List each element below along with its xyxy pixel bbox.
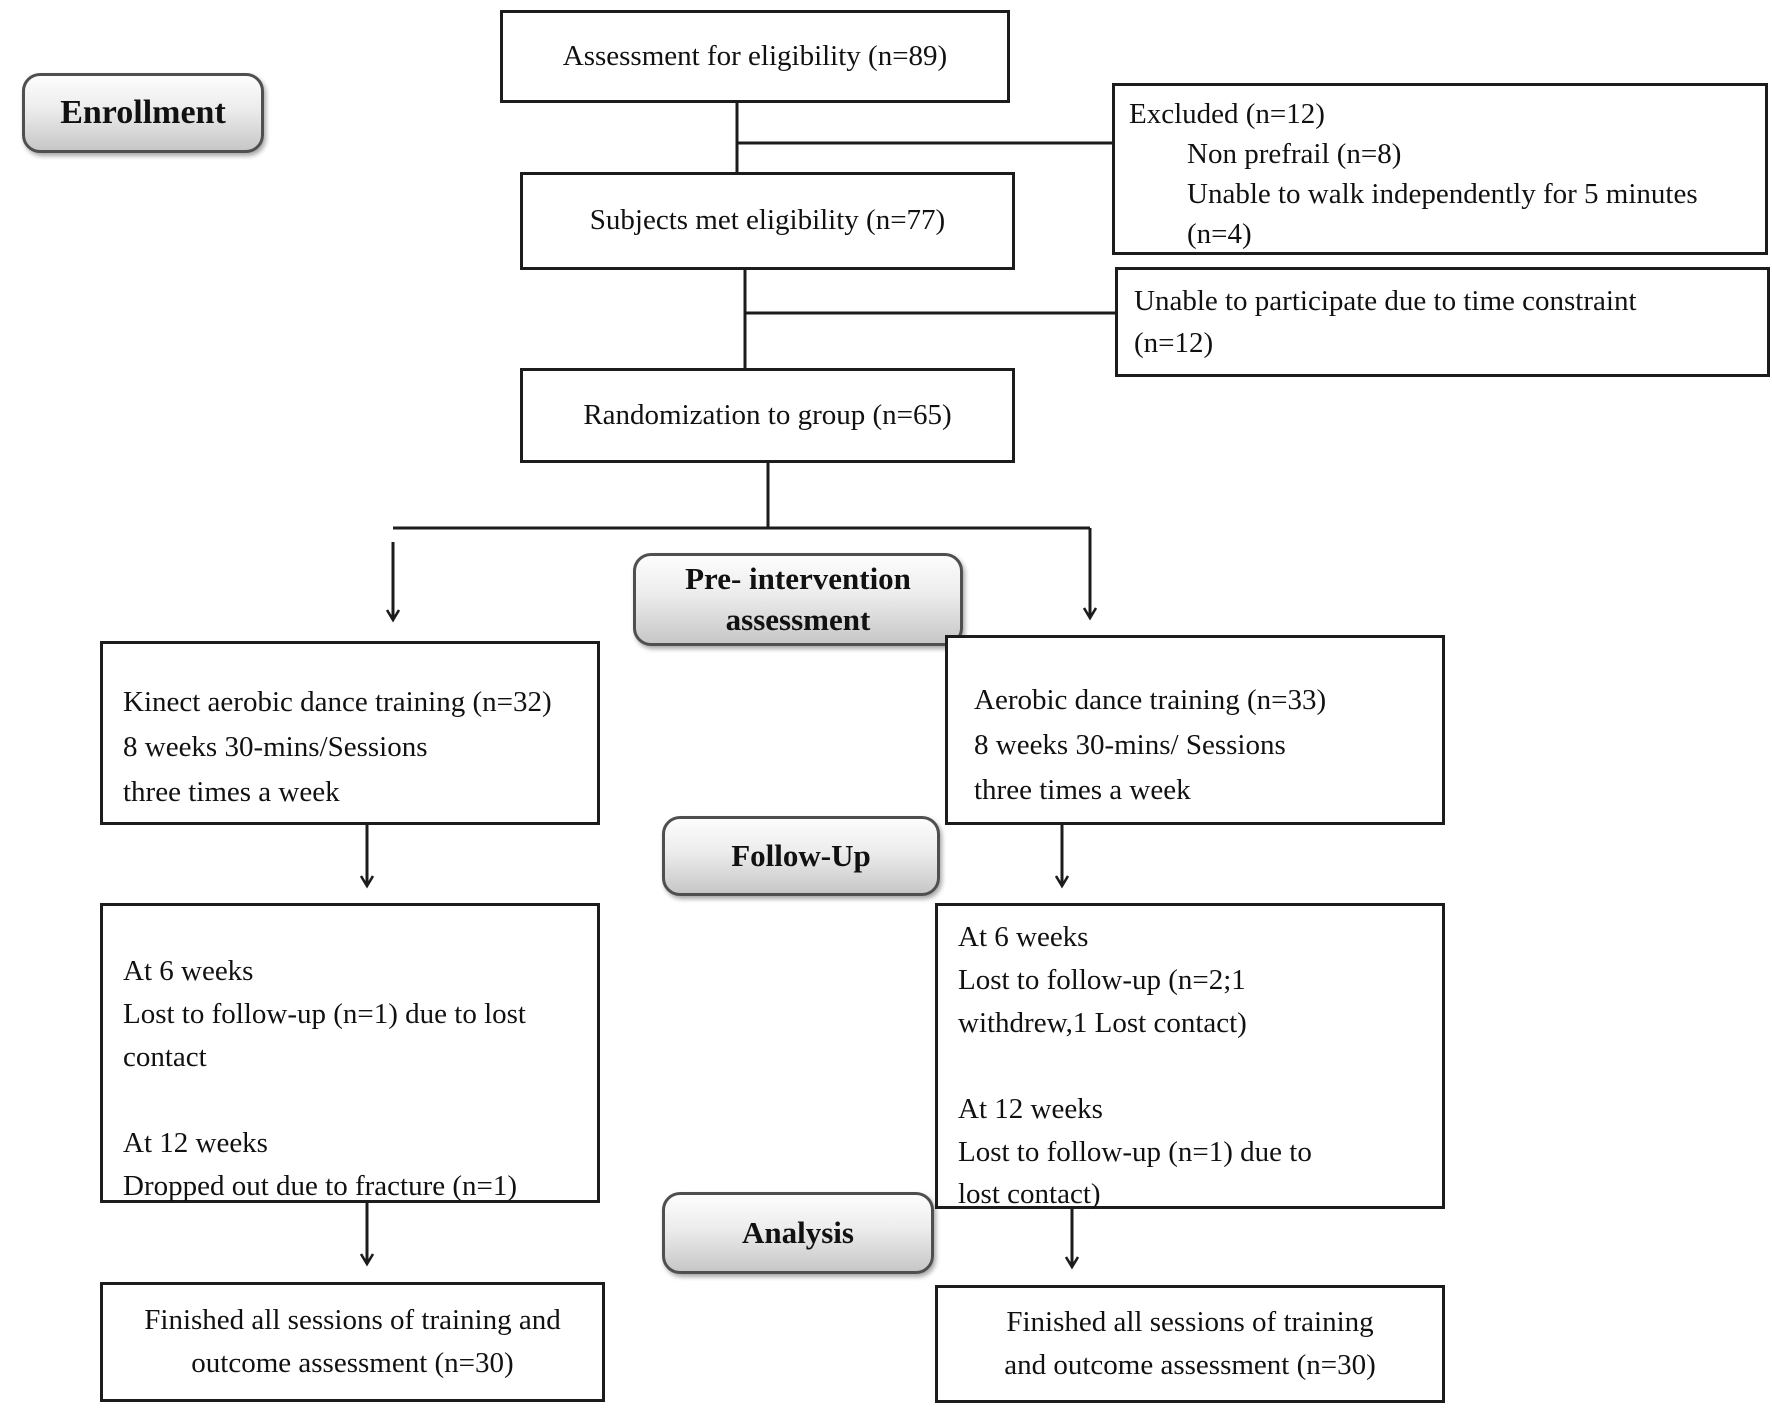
- stage-label-analysis: Analysis: [662, 1192, 934, 1274]
- aerobic-group-box: Aerobic dance training (n=33)8 weeks 30-…: [945, 635, 1445, 825]
- excluded-box: Excluded (n=12) Non prefrail (n=8)Unable…: [1112, 83, 1768, 255]
- stage-label-enrollment: Enrollment: [22, 73, 264, 153]
- time-constraint-exclusion-box: Unable to participate due to time constr…: [1115, 267, 1770, 377]
- excluded-reasons: Non prefrail (n=8)Unable to walk indepen…: [1187, 138, 1698, 251]
- stage-label-follow-up: Follow-Up: [662, 816, 940, 896]
- randomization-box: Randomization to group (n=65): [520, 368, 1015, 463]
- kinect-group-box: Kinect aerobic dance training (n=32)8 we…: [100, 641, 600, 825]
- assessment-eligibility-box: Assessment for eligibility (n=89): [500, 10, 1010, 103]
- subjects-met-eligibility-box: Subjects met eligibility (n=77): [520, 172, 1015, 270]
- excluded-title: Excluded (n=12): [1129, 98, 1325, 130]
